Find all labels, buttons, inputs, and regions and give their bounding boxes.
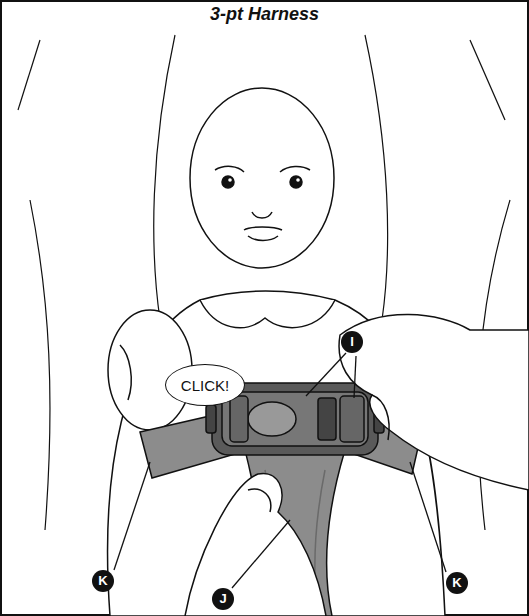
hands <box>185 314 529 616</box>
callout-letter: J <box>212 588 234 610</box>
callout-letter: K <box>92 570 114 592</box>
title: 3-pt Harness <box>0 4 529 25</box>
sound-text: CLICK! <box>181 377 229 394</box>
callout-letter: K <box>446 572 468 594</box>
sound-bubble: CLICK! <box>165 364 245 406</box>
callout-letter: I <box>341 331 363 353</box>
leader-lines <box>114 353 446 588</box>
